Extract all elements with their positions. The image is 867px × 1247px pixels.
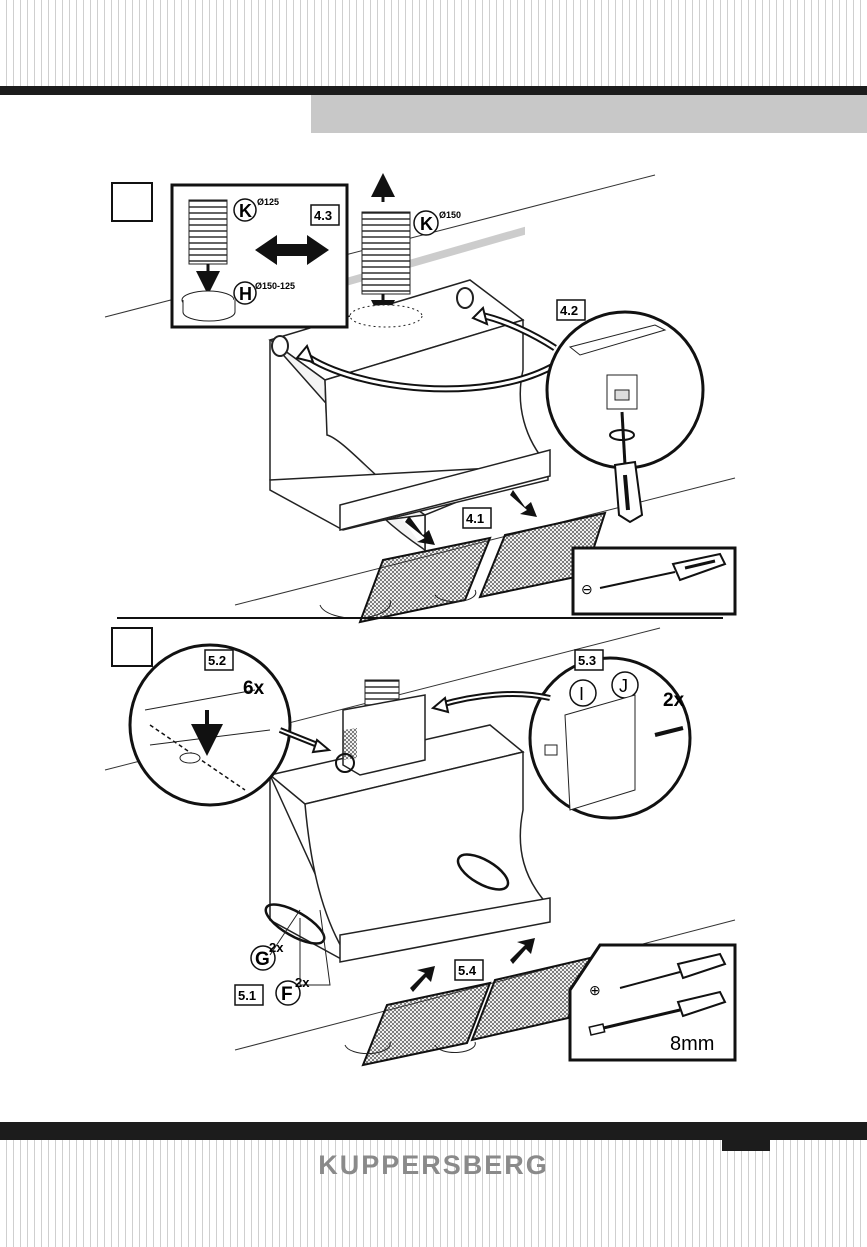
bottom-divider-bar <box>0 1122 867 1140</box>
k-small-coil-icon <box>188 199 228 265</box>
wrench-size-label: 8mm <box>670 1033 714 1055</box>
part-f-qty: 2x <box>295 975 310 990</box>
qty-5-3: 2x <box>663 690 685 711</box>
grease-filter-left-install <box>361 981 492 1067</box>
callout-4-2: 4.2 <box>560 303 578 318</box>
grease-filter-left <box>358 536 492 624</box>
part-h-size: Ø150-125 <box>255 281 295 291</box>
k-large-coil-icon <box>361 211 411 295</box>
hood-body-top <box>268 226 551 552</box>
screwdriver-icon <box>613 411 644 524</box>
part-i-letter: I <box>579 684 584 704</box>
step-5-panel: 5.2 6x 5.3 I J 2x G 2x 5.1 F 2x <box>104 627 737 1067</box>
qty-5-2: 6x <box>243 678 265 699</box>
step-4-panel: K Ø125 H Ø150-125 4.3 K Ø150 4.2 <box>104 173 737 624</box>
part-k-large-size: Ø150 <box>439 210 461 220</box>
callout-5-2: 5.2 <box>208 653 226 668</box>
step-4-number-box <box>111 182 153 222</box>
part-k-large-letter: K <box>420 214 433 234</box>
callout-4-3: 4.3 <box>314 208 332 223</box>
mount-holes-right <box>456 853 510 891</box>
header-band <box>311 95 867 133</box>
part-h-letter: H <box>239 284 252 304</box>
installation-figure: K Ø125 H Ø150-125 4.3 K Ø150 4.2 <box>104 173 737 1067</box>
bottom-stripe-pattern <box>0 1140 867 1247</box>
step-5-number-box <box>111 627 153 667</box>
brand-logo: KUPPERSBERG <box>318 1150 549 1180</box>
top-divider-bar <box>0 86 867 95</box>
callout-5-4: 5.4 <box>458 963 477 978</box>
callout-5-3: 5.3 <box>578 653 596 668</box>
part-j-letter: J <box>619 676 628 696</box>
part-k-small-letter: K <box>239 201 252 221</box>
top-stripe-pattern <box>0 0 867 86</box>
swap-double-arrow <box>255 235 329 265</box>
flathead-symbol: ⊖ <box>581 581 593 597</box>
part-g-letter: G <box>255 949 270 970</box>
grease-filter-right-install <box>470 956 592 1042</box>
phillips-symbol: ⊕ <box>589 982 601 998</box>
part-k-small-size: Ø125 <box>257 197 279 207</box>
duct-housing-icon <box>335 679 426 776</box>
callout-5-1: 5.1 <box>238 988 256 1003</box>
part-f-letter: F <box>281 984 293 1005</box>
page-number-tab <box>722 1140 770 1151</box>
callout-4-1: 4.1 <box>466 511 484 526</box>
